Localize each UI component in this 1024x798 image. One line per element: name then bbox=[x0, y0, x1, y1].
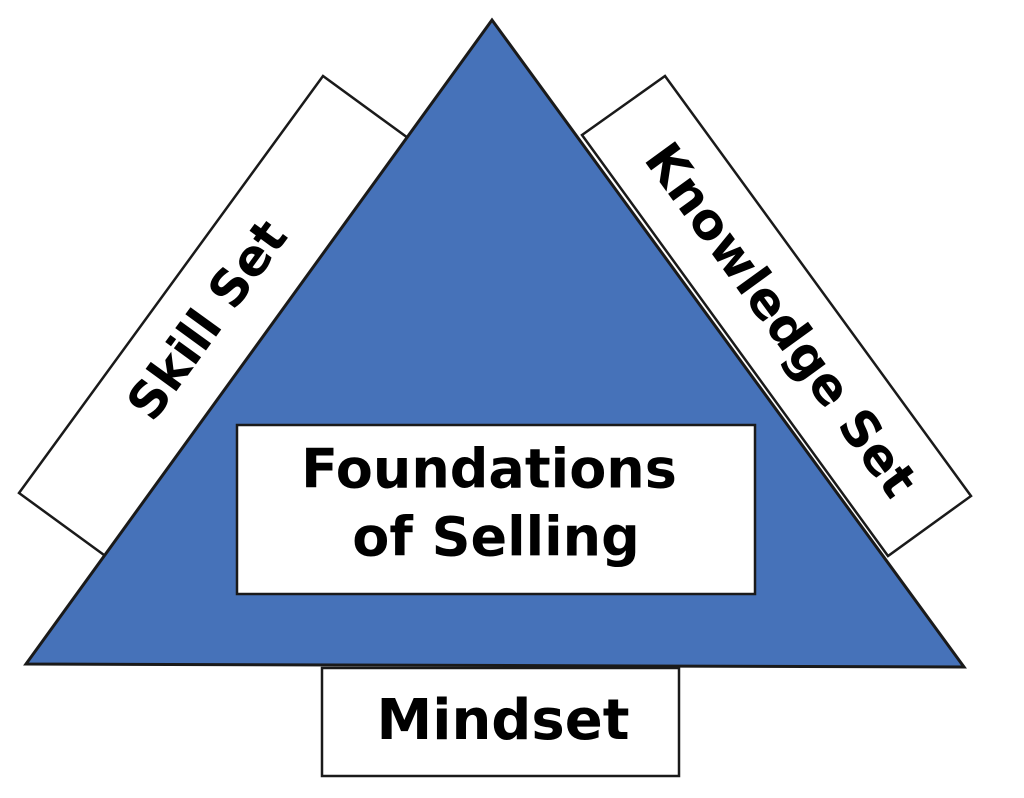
mindset-label: Mindset bbox=[377, 688, 630, 753]
foundations-label-line2: of Selling bbox=[352, 506, 640, 569]
mindset-box-shape bbox=[320, 666, 681, 778]
mindset-box: Mindset bbox=[320, 666, 681, 778]
foundations-box: Foundations of Selling bbox=[235, 423, 757, 596]
foundations-box-shape bbox=[235, 423, 757, 596]
knowledge-set-box-shape bbox=[580, 74, 973, 558]
foundations-label-line1: Foundations bbox=[301, 438, 677, 501]
